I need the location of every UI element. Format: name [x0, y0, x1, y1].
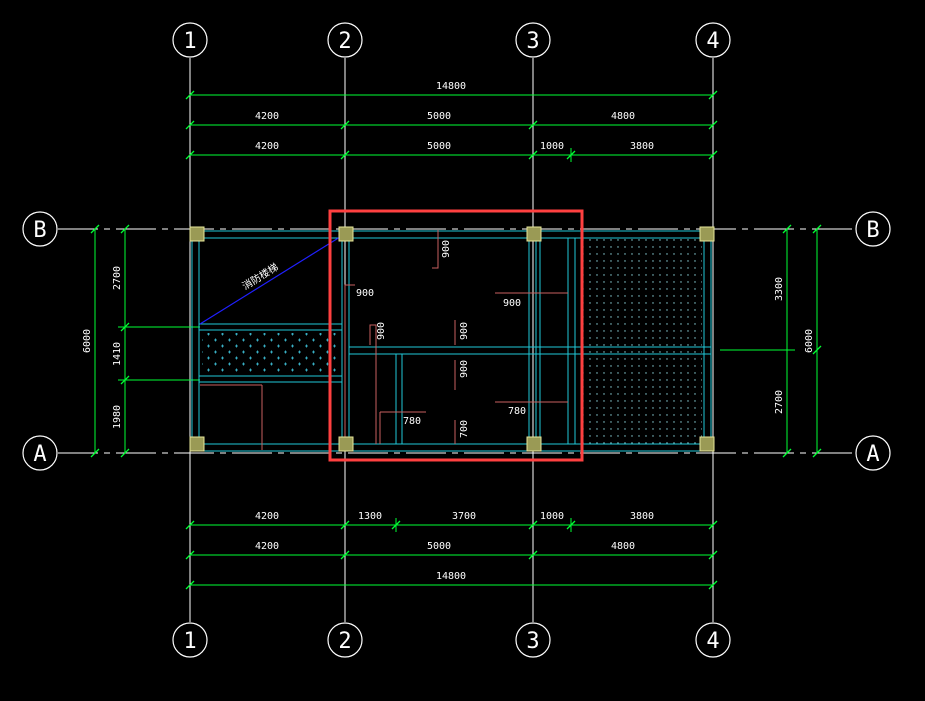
dim-right-inner-b: 2700: [774, 390, 785, 414]
dim-left-outer: 6000: [82, 329, 93, 353]
slab-label-1: 900: [441, 240, 452, 258]
dim-left-inner-b: 1410: [112, 342, 123, 366]
grid-label-2-top: 2: [338, 29, 351, 54]
grid-label-4-bottom: 4: [706, 629, 719, 654]
slab-marks: [200, 230, 568, 450]
stair-diagonal: [199, 236, 341, 325]
dim-top-r2-a: 4200: [255, 111, 279, 122]
grid-label-B-right: B: [866, 218, 879, 243]
dim-bot-r2-b: 5000: [427, 541, 451, 552]
grid-label-4-top: 4: [706, 29, 719, 54]
slab-label-2: 900: [356, 288, 374, 299]
grid-label-B-left: B: [33, 218, 46, 243]
dim-right-inner-a: 3300: [774, 277, 785, 301]
grid-label-A-left: A: [33, 442, 46, 467]
dim-bot-r2-a: 4200: [255, 541, 279, 552]
slab-label-3: 900: [376, 322, 387, 340]
slab-label-7: 780: [403, 416, 421, 427]
dim-bot-r1-b: 1300: [358, 511, 382, 522]
grid-label-1-top: 1: [183, 29, 196, 54]
slab-label-9: 700: [459, 420, 470, 438]
dim-top-r2-b: 5000: [427, 111, 451, 122]
grid-label-1-bottom: 1: [183, 629, 196, 654]
dim-bot-r1-a: 4200: [255, 511, 279, 522]
grid-label-3-top: 3: [526, 29, 539, 54]
dim-bot-r1-c: 3700: [452, 511, 476, 522]
dim-top-r3-a: 4200: [255, 141, 279, 152]
columns: [189, 226, 715, 452]
slab-label-8: 780: [508, 406, 526, 417]
dim-bot-r1-d: 1000: [540, 511, 564, 522]
dim-bot-total: 14800: [436, 571, 466, 582]
slab-label-5: 900: [459, 360, 470, 378]
slab-label-6: 900: [503, 298, 521, 309]
dim-bot-r1-e: 3800: [630, 511, 654, 522]
grid-bubbles: [22, 22, 891, 658]
dim-top-r3-c: 1000: [540, 141, 564, 152]
dim-top-r3-b: 5000: [427, 141, 451, 152]
dim-left-inner-a: 2700: [112, 266, 123, 290]
dim-right-outer: 6000: [804, 329, 815, 353]
beams: [191, 230, 712, 452]
grid-label-2-bottom: 2: [338, 629, 351, 654]
grid-label-3-bottom: 3: [526, 629, 539, 654]
dim-top-total: 14800: [436, 81, 466, 92]
dim-top-r3-d: 3800: [630, 141, 654, 152]
dimension-ticks: [90, 90, 822, 590]
dim-top-r2-c: 4800: [611, 111, 635, 122]
highlight-selection-box: [328, 209, 584, 462]
grid-label-A-right: A: [866, 442, 879, 467]
slab-label-4: 900: [459, 322, 470, 340]
hatched-slab-left: [202, 333, 336, 373]
dimension-lines: [94, 94, 818, 586]
dim-bot-r2-c: 4800: [611, 541, 635, 552]
hatched-slab-right: [582, 238, 702, 444]
dim-left-inner-c: 1980: [112, 405, 123, 429]
